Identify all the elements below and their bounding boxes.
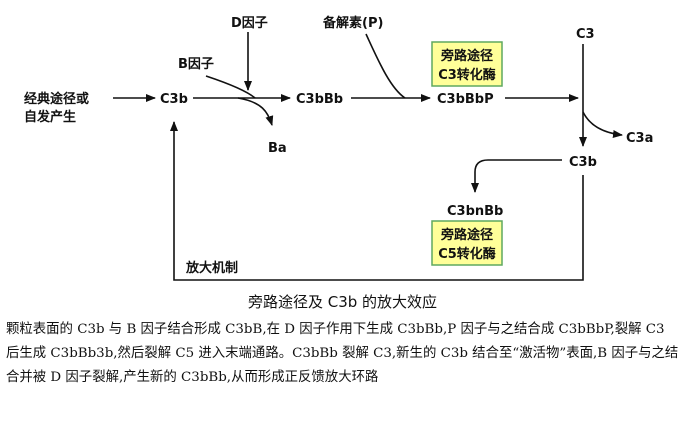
amplification-loop-arrow <box>170 121 584 281</box>
arrow-to-c3bnbb <box>471 159 562 193</box>
figure-description: 颗粒表面的 C3b 与 B 因子结合形成 C3bB,在 D 因子作用下生成 C3… <box>6 322 679 385</box>
c5-convertase-line2: C5转化酶 <box>438 246 496 262</box>
amplification-label: 放大机制 <box>185 260 238 276</box>
arrow-to-c3a <box>582 111 623 138</box>
node-factor-d: D因子 <box>231 16 268 31</box>
c3-convertase-box <box>431 41 503 87</box>
node-c3b-new: C3b <box>569 155 597 170</box>
source-label-line1: 经典途径或 <box>24 91 89 107</box>
node-c3bbb: C3bBb <box>296 92 343 107</box>
c5-convertase-box <box>431 220 503 266</box>
node-c3: C3 <box>576 27 595 42</box>
curve-factor-b-join <box>205 75 256 99</box>
node-c3b: C3b <box>160 92 188 107</box>
source-label-line2: 自发产生 <box>24 109 76 125</box>
figure-caption: 旁路途径及 C3b 的放大效应 <box>247 293 438 311</box>
node-c3a: C3a <box>626 131 653 146</box>
c5-convertase-line1: 旁路途径 <box>440 227 493 243</box>
curve-properdin-join <box>365 33 406 99</box>
node-factor-b: B因子 <box>178 57 214 72</box>
c3-convertase-line1: 旁路途径 <box>440 48 493 64</box>
alternative-pathway-diagram: 经典途径或 自发产生 C3b B因子 D因子 Ba C3bBb 备解素(P) 旁… <box>24 15 653 281</box>
node-c3bnbb: C3bnBb <box>447 204 503 219</box>
node-properdin: 备解素(P) <box>322 15 383 31</box>
arrow-to-ba <box>237 97 274 126</box>
node-c3bbbp: C3bBbP <box>437 92 494 107</box>
c3-convertase-line2: C3转化酶 <box>438 67 496 83</box>
node-ba: Ba <box>268 141 287 156</box>
